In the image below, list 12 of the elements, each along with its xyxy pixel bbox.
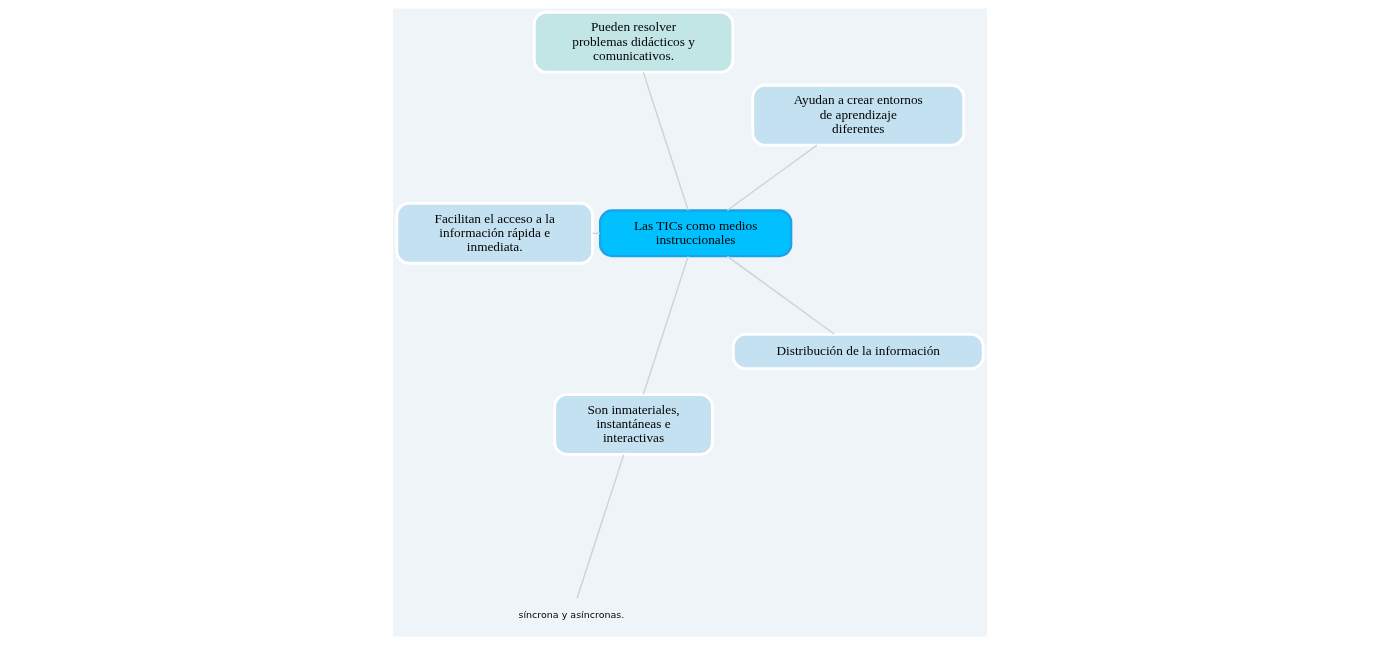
connector: [726, 255, 835, 335]
node-box: Las TICs como medios instruccionales: [598, 209, 792, 258]
node-box: Distribución de la información: [731, 332, 985, 370]
connector: [642, 255, 689, 396]
node-box: Facilitan el acceso a la información rápida e inmediata.: [394, 202, 594, 265]
node-box: Son inmateriales, instantáneas e interactivas: [552, 393, 714, 456]
connector: [575, 454, 624, 600]
node-box: Ayudan a crear entornos de aprendizaje diferentes: [750, 83, 965, 147]
node-text: síncrona y asíncronas.: [518, 609, 624, 621]
connector: [726, 144, 818, 211]
node-box: Pueden resolver problemas didácticos y comunicativos.: [532, 10, 734, 74]
connector: [642, 71, 689, 211]
